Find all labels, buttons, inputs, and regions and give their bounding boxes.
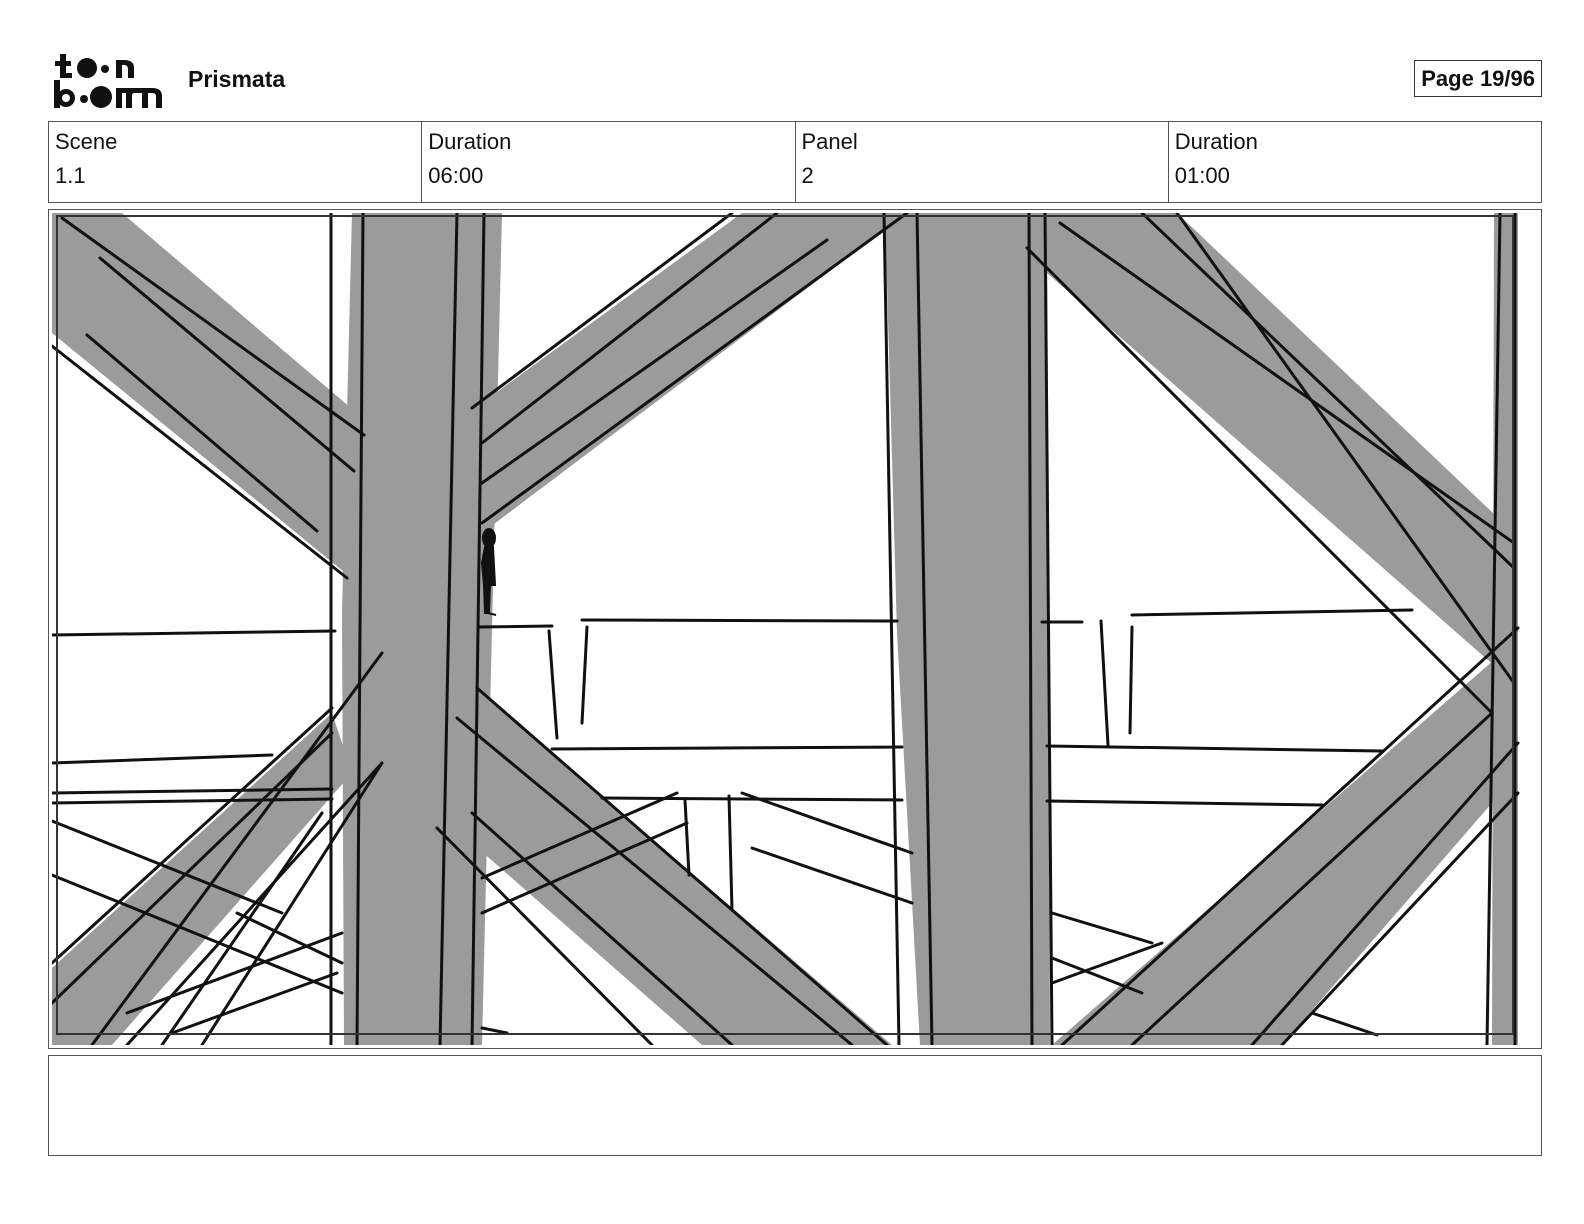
panel-duration-value: 01:00 <box>1174 163 1230 188</box>
project-title: Prismata <box>188 66 286 92</box>
panel-info-table: Scene 1.1 Duration 06:00 Panel 2 Duratio… <box>48 121 1542 203</box>
toon-boom-logo <box>54 54 162 108</box>
page-number: Page 19/96 <box>1414 60 1542 97</box>
scene-duration-cell: Duration 06:00 <box>422 122 796 202</box>
scene-label: Scene <box>55 129 118 154</box>
panel-duration-cell: Duration 01:00 <box>1169 122 1541 202</box>
page-header: Prismata Page 19/96 <box>48 50 1542 110</box>
scene-duration-value: 06:00 <box>428 163 484 188</box>
panel-value: 2 <box>801 163 814 188</box>
panel-sketch-image <box>52 213 1538 1045</box>
sketch-lines <box>52 213 1520 1045</box>
panel-notes-box <box>48 1055 1542 1156</box>
scene-value: 1.1 <box>55 163 86 188</box>
panel-duration-label: Duration <box>1174 129 1258 154</box>
scene-cell: Scene 1.1 <box>49 122 423 202</box>
storyboard-panel <box>48 209 1542 1049</box>
panel-cell: Panel 2 <box>796 122 1169 202</box>
scene-duration-label: Duration <box>428 129 512 154</box>
panel-label: Panel <box>801 129 858 154</box>
character-figure <box>480 528 497 616</box>
